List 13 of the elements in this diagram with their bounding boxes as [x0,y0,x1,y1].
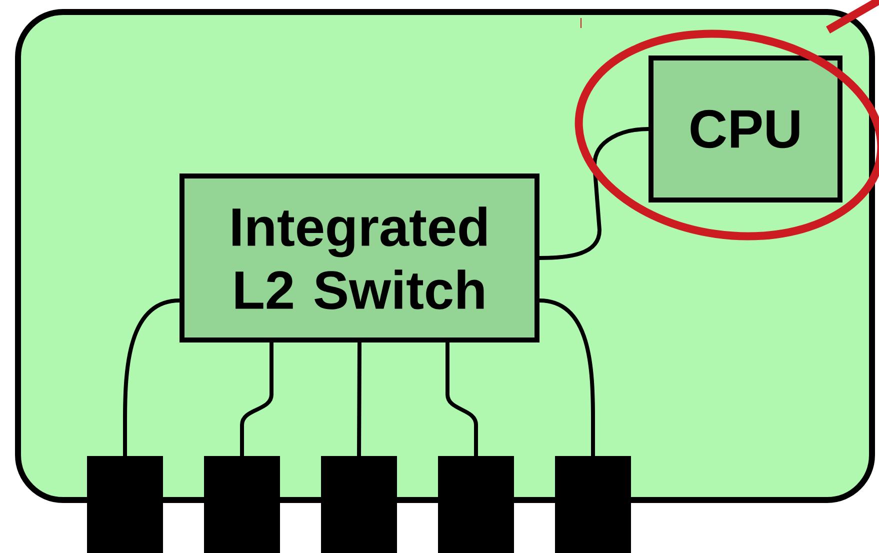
connector-line [123,298,182,458]
process-box: Integrated L2 Switch [180,174,540,342]
connector-line [538,127,650,260]
port-block [204,456,280,553]
connector-line [538,298,595,458]
connector-line [446,340,478,458]
port-block [321,456,397,553]
connector-line [357,340,362,458]
port-block [438,456,514,553]
connector-line [240,340,274,458]
port-block [87,456,163,553]
port-block [555,456,631,553]
cpu-box: CPU [648,56,842,202]
